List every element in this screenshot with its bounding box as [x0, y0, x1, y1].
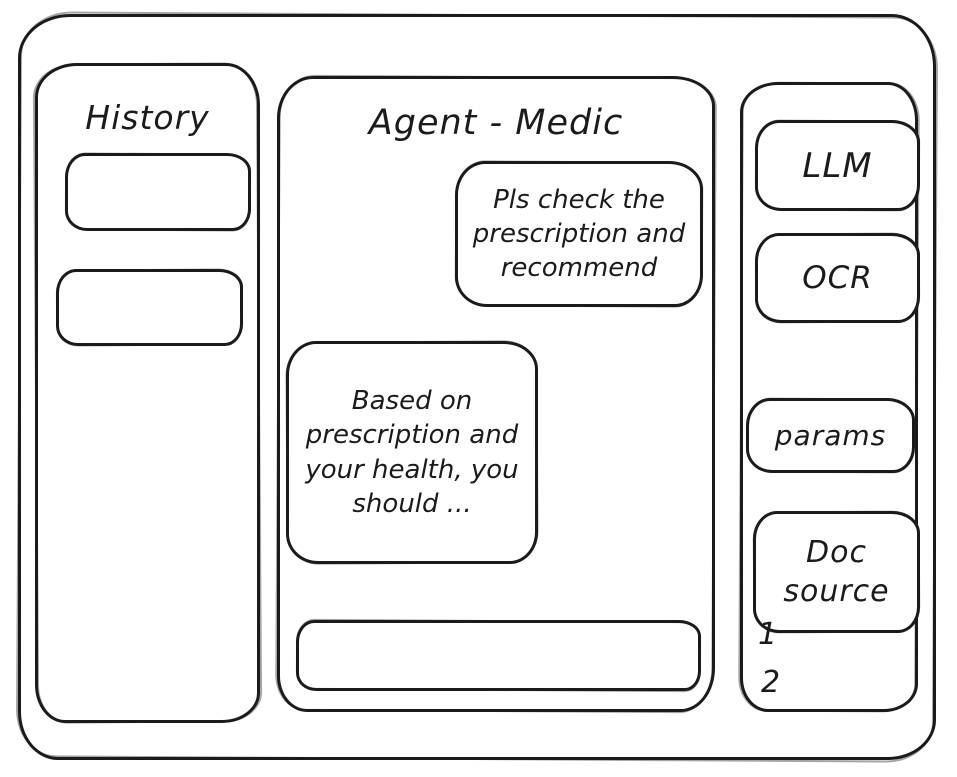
assistant-message-bubble: Based on prescription and your health, y…	[286, 341, 538, 564]
chat-title: Agent - Medic	[368, 103, 624, 143]
doc-source-button[interactable]: Doc source	[753, 511, 920, 633]
tools-sidebar: LLM OCR params Doc source 1 2	[740, 82, 920, 712]
params-button[interactable]: params	[746, 398, 915, 473]
chat-input[interactable]	[296, 620, 701, 691]
llm-button[interactable]: LLM	[755, 120, 920, 211]
history-title: History	[85, 98, 210, 137]
user-message-bubble: Pls check the prescription and recommend	[455, 161, 703, 307]
doc-source-list-item-1[interactable]: 1	[758, 617, 778, 652]
doc-source-list-item-2[interactable]: 2	[761, 665, 781, 700]
history-item[interactable]	[56, 269, 243, 346]
ocr-button[interactable]: OCR	[755, 233, 920, 323]
chat-panel: Agent - Medic Pls check the prescription…	[277, 76, 715, 712]
history-sidebar: History	[35, 63, 260, 723]
history-item[interactable]	[65, 153, 251, 231]
